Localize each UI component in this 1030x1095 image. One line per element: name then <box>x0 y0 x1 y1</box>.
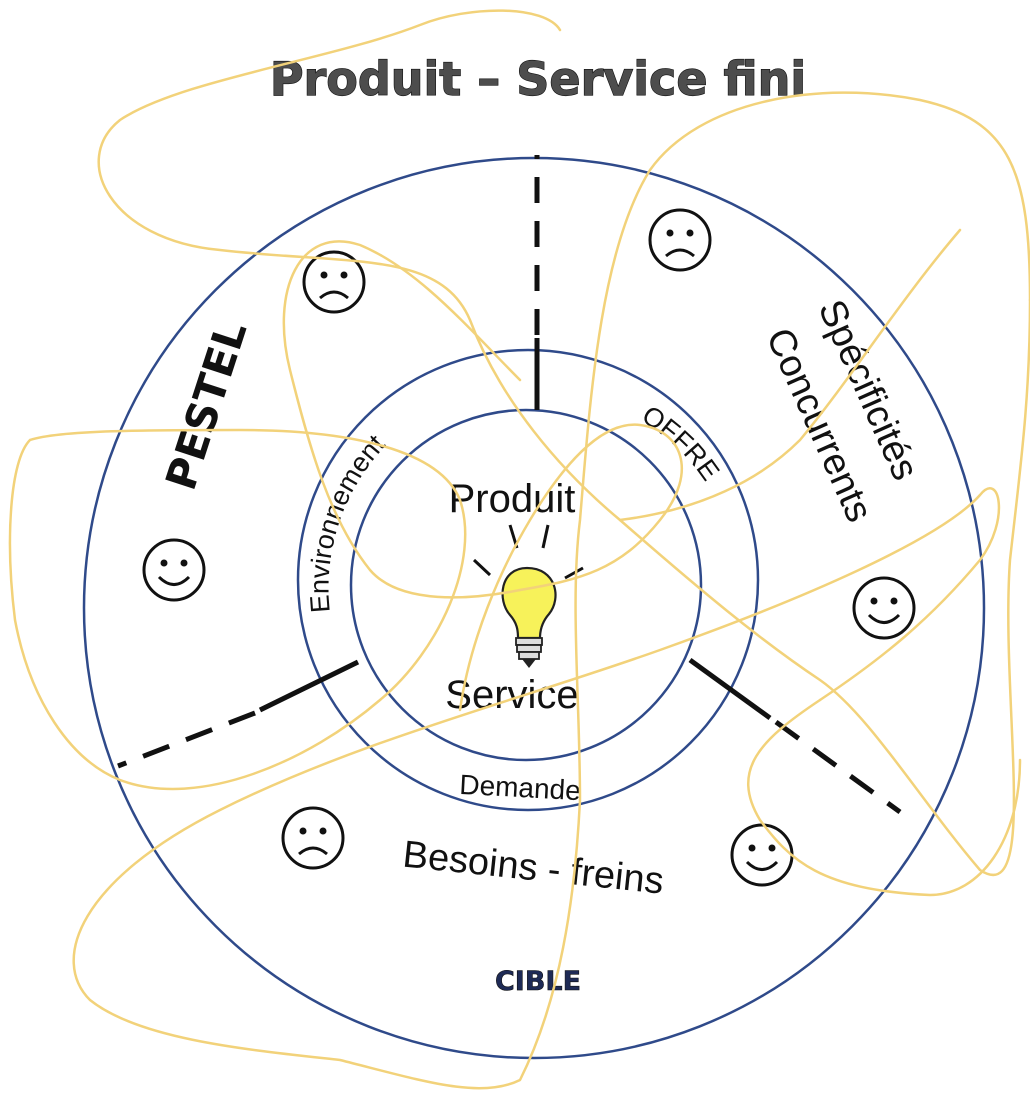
label-environnement: Environnement <box>305 429 391 614</box>
scribble-overlay <box>8 9 1030 1090</box>
sad-face-icon <box>648 208 712 272</box>
lightbulb-icon <box>472 524 584 668</box>
label-demande: Demande <box>459 769 582 806</box>
label-cible: CIBLE <box>495 966 581 997</box>
sad-face-icon <box>302 250 366 314</box>
inner-circle <box>349 408 703 762</box>
happy-face-icon <box>852 576 916 640</box>
sad-face-icon <box>281 806 345 870</box>
happy-face-icon <box>730 823 794 887</box>
label-besoins-freins: Besoins - freins <box>401 833 666 902</box>
middle-circle <box>296 348 760 812</box>
divider-left <box>117 659 360 769</box>
diagram-title: Produit – Service fini <box>270 52 806 106</box>
divider-right <box>688 657 902 815</box>
outer-circle <box>82 156 986 1060</box>
center-label-produit: Produit <box>449 477 576 521</box>
center-label-service: Service <box>445 673 578 717</box>
happy-face-icon <box>142 538 206 602</box>
